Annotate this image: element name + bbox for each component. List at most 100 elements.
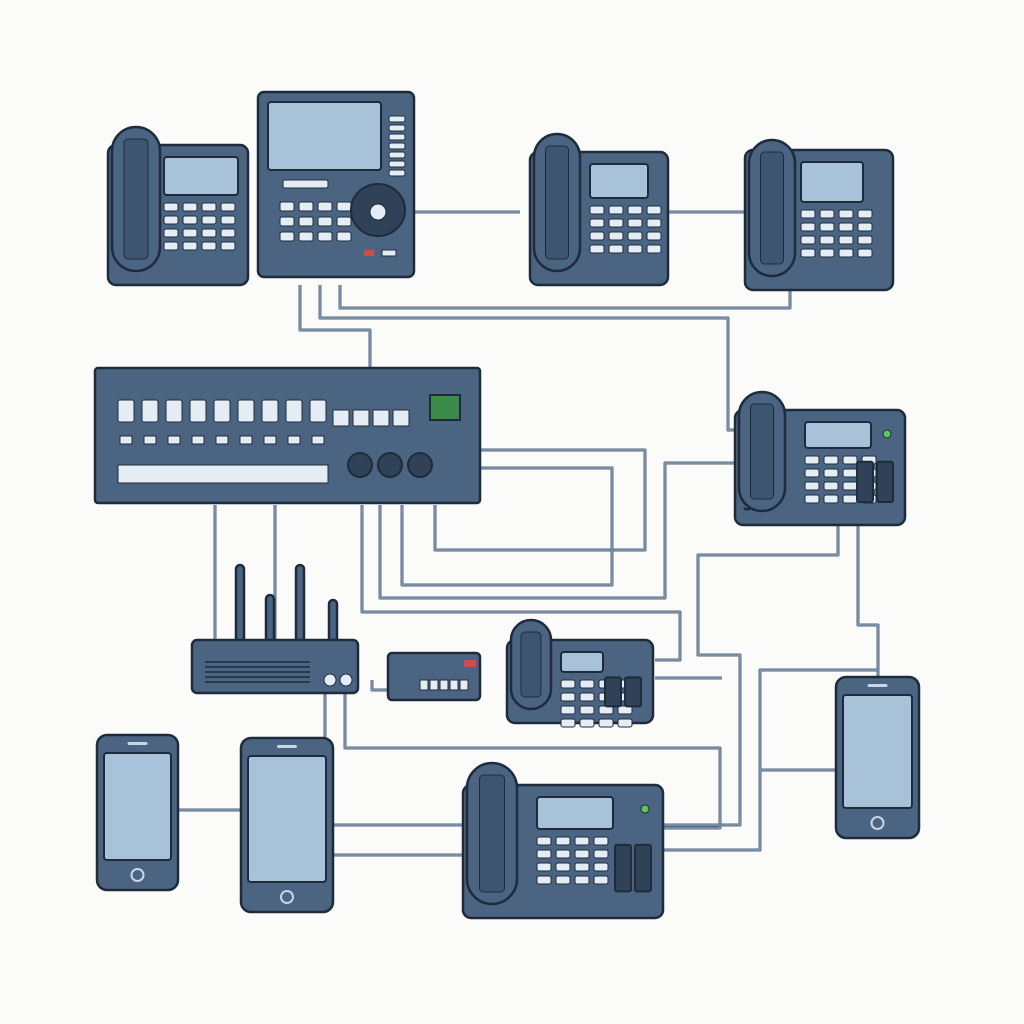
- key: [220, 241, 236, 251]
- key: [804, 481, 820, 491]
- key: [579, 718, 595, 728]
- key: [627, 218, 643, 228]
- status-led: [640, 804, 650, 814]
- ethernet-port: [449, 679, 459, 691]
- port: [339, 673, 353, 687]
- label: [143, 435, 157, 445]
- key: [800, 235, 816, 245]
- cable: [660, 525, 840, 827]
- devices: [93, 90, 921, 920]
- handset-grip: [520, 631, 542, 698]
- ethernet-port: [429, 679, 439, 691]
- key: [560, 679, 576, 689]
- key: [838, 235, 854, 245]
- phone-screen: [804, 421, 872, 449]
- key: [220, 215, 236, 225]
- label: [239, 435, 253, 445]
- key: [593, 836, 609, 846]
- key: [819, 248, 835, 258]
- key: [617, 718, 633, 728]
- key: [608, 231, 624, 241]
- cable-highlight: [379, 462, 735, 599]
- key: [579, 705, 595, 715]
- key: [646, 205, 662, 215]
- status-led: [882, 429, 892, 439]
- key: [336, 231, 352, 242]
- phone-screen: [536, 796, 614, 830]
- cable-highlight: [371, 680, 390, 691]
- port: [332, 409, 350, 427]
- phone-screen: [247, 755, 327, 883]
- port: [352, 409, 370, 427]
- key: [201, 228, 217, 238]
- key: [593, 875, 609, 885]
- key: [536, 849, 552, 859]
- softkey: [388, 142, 406, 150]
- antenna: [294, 563, 306, 647]
- cable: [660, 770, 762, 852]
- key: [819, 209, 835, 219]
- key: [574, 849, 590, 859]
- key: [589, 231, 605, 241]
- breaker-switch: [141, 399, 159, 423]
- key: [593, 862, 609, 872]
- terminal-screen: [267, 101, 382, 171]
- key: [589, 244, 605, 254]
- cable-highlight: [361, 505, 681, 661]
- key: [336, 216, 352, 227]
- breaker-switch: [165, 399, 183, 423]
- desk-phone-top-left: [106, 125, 250, 287]
- key: [182, 228, 198, 238]
- key: [646, 218, 662, 228]
- label-strip: [282, 179, 329, 189]
- key: [800, 209, 816, 219]
- key: [163, 228, 179, 238]
- label: [191, 435, 205, 445]
- key: [589, 205, 605, 215]
- key: [555, 875, 571, 885]
- phone-screen: [560, 651, 604, 673]
- cable: [856, 525, 880, 680]
- key: [182, 202, 198, 212]
- keypad: [536, 836, 609, 885]
- label: [287, 435, 301, 445]
- home-button: [280, 890, 294, 904]
- cable-highlight: [319, 285, 740, 431]
- key: [857, 222, 873, 232]
- key: [838, 222, 854, 232]
- key: [536, 862, 552, 872]
- key: [317, 231, 333, 242]
- handset-grip: [750, 403, 774, 500]
- key: [842, 455, 858, 465]
- softkey: [388, 115, 406, 123]
- speaker-grille: [867, 684, 888, 687]
- key: [555, 862, 571, 872]
- key: [842, 494, 858, 504]
- key: [163, 202, 179, 212]
- patch-panel-switch: [93, 366, 482, 505]
- key: [608, 244, 624, 254]
- key: [574, 875, 590, 885]
- key: [163, 241, 179, 251]
- cable-highlight: [401, 467, 613, 586]
- port: [323, 673, 337, 687]
- status-display: [429, 394, 461, 421]
- key: [627, 231, 643, 241]
- smartphone-center-left: [239, 736, 335, 914]
- port: [392, 409, 410, 427]
- function-button: [634, 843, 652, 893]
- key: [579, 679, 595, 689]
- key: [574, 836, 590, 846]
- desk-phone-middle-right: [733, 390, 907, 527]
- label: [263, 435, 277, 445]
- key: [857, 235, 873, 245]
- key: [201, 215, 217, 225]
- cable: [298, 285, 372, 370]
- cable-highlight: [759, 669, 878, 771]
- keypad: [279, 201, 352, 242]
- function-button: [876, 460, 894, 503]
- speaker-grille: [127, 742, 148, 745]
- desk-phone-top-middle: [528, 132, 670, 287]
